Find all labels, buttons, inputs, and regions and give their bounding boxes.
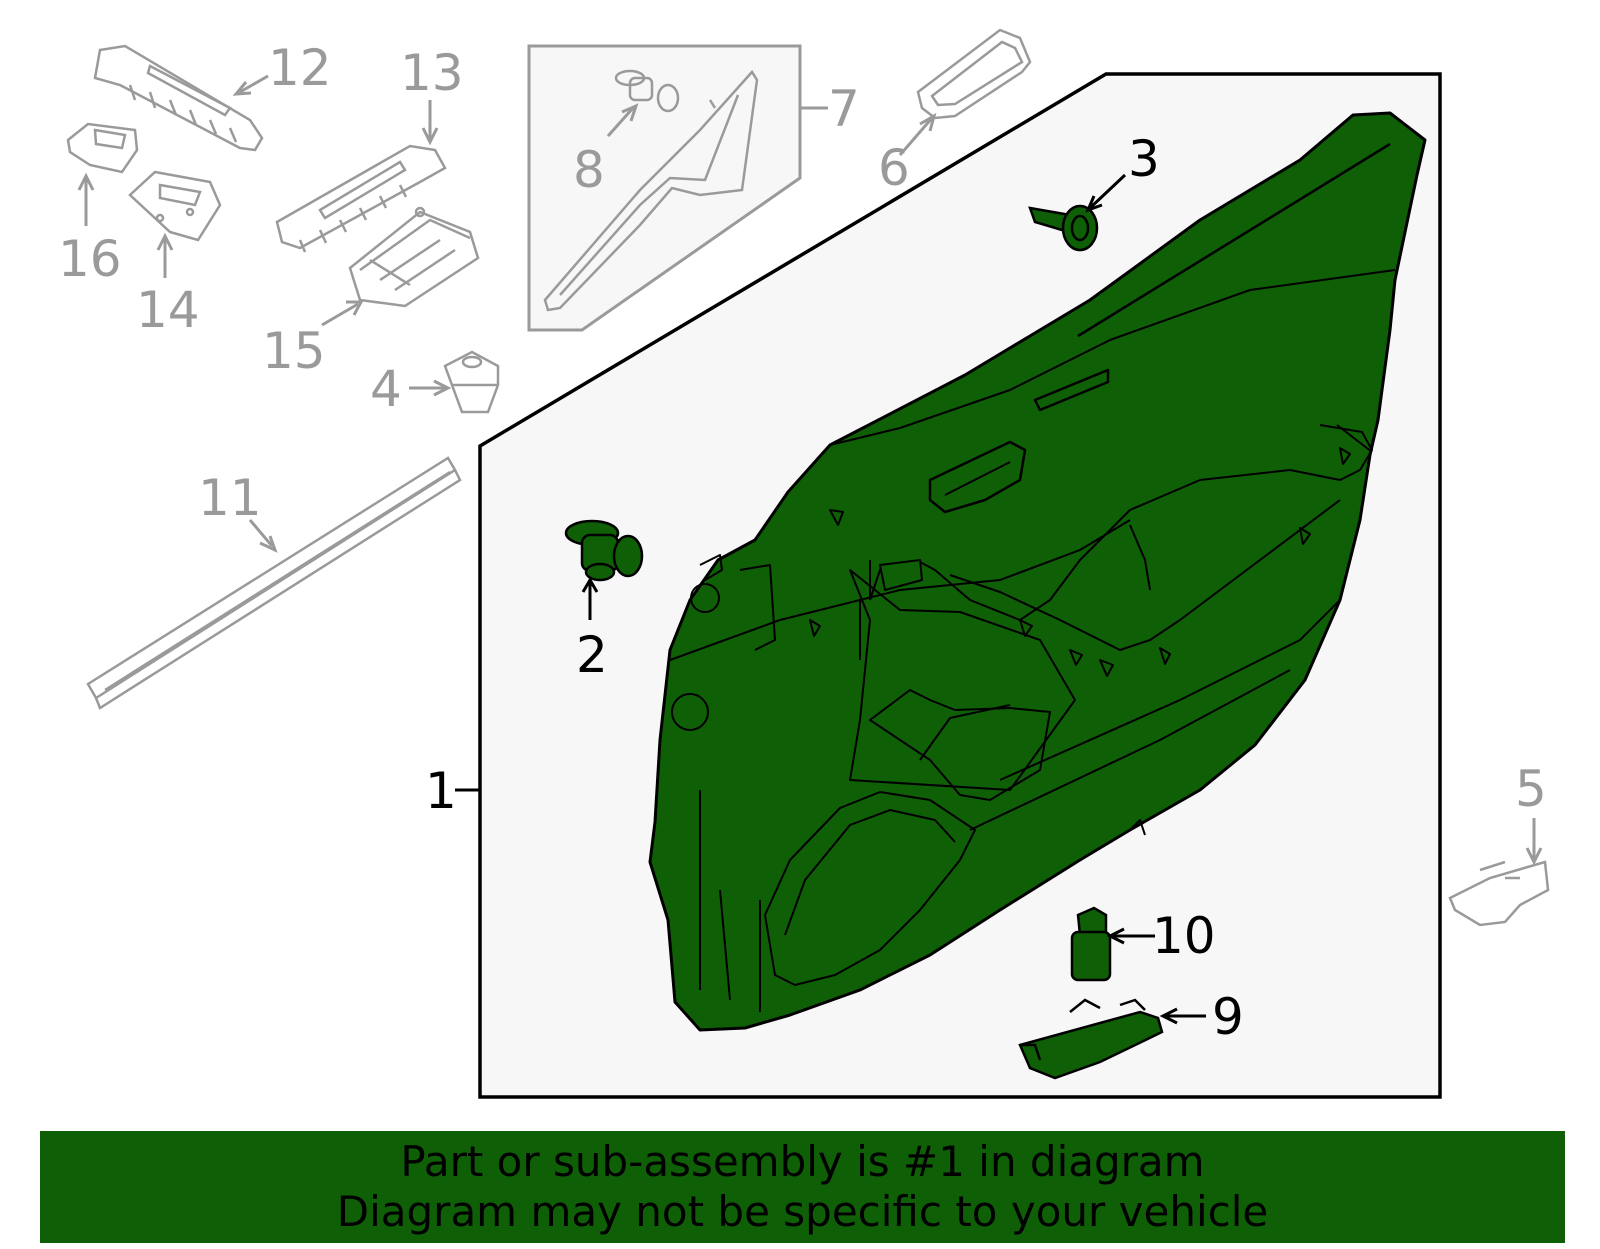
callout-1: 1 — [425, 762, 457, 820]
banner-line-1: Part or sub-assembly is #1 in diagram — [400, 1137, 1205, 1186]
callout-11: 11 — [198, 469, 262, 527]
switch-module-part-15 — [348, 206, 480, 308]
handle-bezel-part-6 — [916, 28, 1032, 120]
switch-bezel-part-13 — [275, 144, 447, 253]
nut-part-4 — [443, 350, 500, 414]
window-seal-part-11 — [86, 456, 462, 710]
callout-13: 13 — [400, 44, 464, 102]
bracket-part-5 — [1448, 860, 1550, 927]
clip-part-8 — [614, 69, 680, 113]
callout-10: 10 — [1152, 907, 1216, 965]
callout-9: 9 — [1212, 988, 1244, 1046]
clip-part-2 — [564, 519, 644, 582]
screw-part-3 — [1028, 204, 1099, 252]
callout-4: 4 — [370, 360, 402, 418]
callout-5: 5 — [1515, 760, 1547, 818]
bracket-part-9 — [1018, 998, 1164, 1080]
callout-8: 8 — [573, 141, 605, 199]
trim-piece-part-7 — [543, 69, 759, 312]
callout-6: 6 — [878, 139, 910, 197]
box-7 — [527, 44, 802, 332]
switch-part-16 — [66, 122, 139, 174]
callout-2: 2 — [576, 626, 608, 684]
banner-line-2: Diagram may not be specific to your vehi… — [336, 1187, 1269, 1236]
callout-14: 14 — [136, 281, 200, 339]
switch-part-14 — [128, 170, 222, 242]
callout-12: 12 — [268, 39, 332, 97]
info-banner: Part or sub-assembly is #1 in diagram Di… — [40, 1131, 1565, 1243]
switch-bezel-part-12 — [93, 44, 264, 152]
callout-15: 15 — [262, 322, 326, 380]
callout-16: 16 — [58, 230, 122, 288]
callout-3: 3 — [1128, 130, 1160, 188]
callout-7: 7 — [828, 80, 860, 138]
door-trim-panel — [648, 111, 1427, 1032]
leader-lines — [77, 74, 1543, 1025]
plug-part-10 — [1070, 906, 1112, 982]
